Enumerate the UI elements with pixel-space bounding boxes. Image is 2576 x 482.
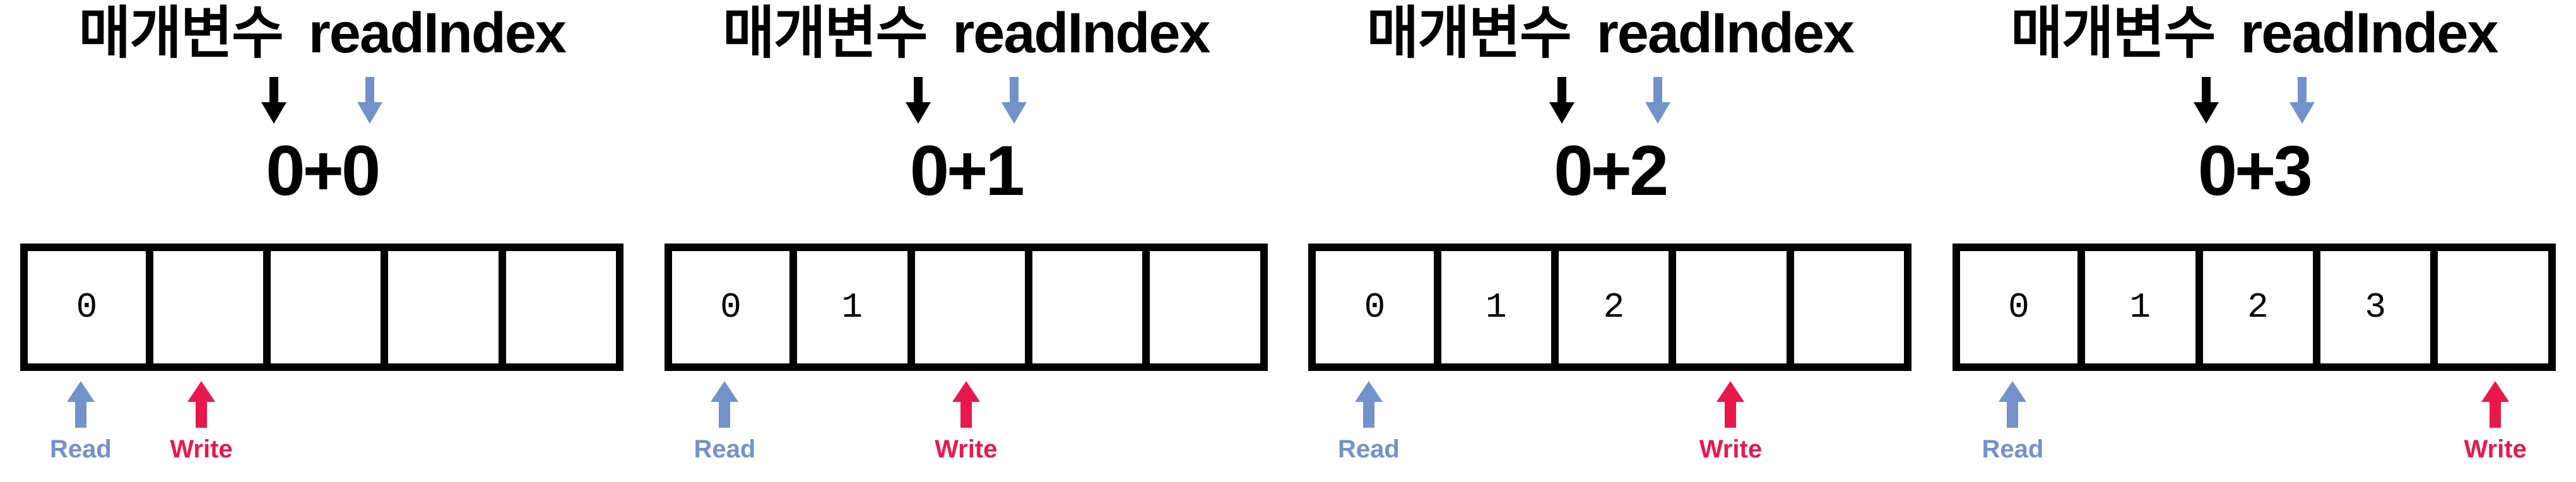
read-up-arrow-icon: [1999, 381, 2027, 428]
read-label: Read: [49, 435, 112, 463]
write-up-arrow-icon: [187, 381, 216, 428]
array-cell: [145, 251, 263, 363]
panel-step-1: 매개변수 readIndex 0+0 0 Read Write: [0, 0, 644, 482]
pointer-arrows: [1549, 77, 1671, 124]
write-label: Write: [2464, 435, 2527, 463]
write-label: Write: [1699, 435, 1763, 463]
index-expression: 0+3: [2197, 131, 2313, 210]
panel-step-4: 매개변수 readIndex 0+3 0 1 2 3 Read Write: [1932, 0, 2576, 482]
blue-down-arrow-icon: [1645, 77, 1671, 124]
array-box: 0 1 2 3: [1952, 244, 2556, 371]
array-cell: 0: [76, 287, 98, 327]
panel-title: 매개변수 readIndex: [2011, 2, 2498, 65]
black-down-arrow-icon: [905, 77, 931, 124]
index-expression: 0+2: [1554, 131, 1669, 210]
pointer-row: Read Write: [20, 381, 623, 463]
panel-step-2: 매개변수 readIndex 0+1 0 1 Read Write: [644, 0, 1289, 482]
panel-title: 매개변수 readIndex: [1366, 2, 1855, 65]
pointer-row: Read Write: [665, 381, 1268, 463]
array-cell: 1: [789, 251, 907, 363]
blue-down-arrow-icon: [2289, 77, 2315, 124]
array-cell: [263, 251, 381, 363]
array-cell: [498, 251, 616, 363]
write-pointer: Write: [906, 381, 1026, 463]
blue-down-arrow-icon: [357, 77, 383, 124]
pointer-arrows: [261, 77, 383, 124]
array-cell: [1142, 251, 1260, 363]
write-pointer: Write: [1670, 381, 1791, 463]
array-box: 0: [20, 244, 624, 371]
array-cell: 0: [720, 287, 741, 327]
read-pointer: Read: [665, 381, 785, 463]
array-cell: 1: [2077, 251, 2195, 363]
array-cell: 2: [1551, 251, 1669, 363]
array-cell: [2430, 251, 2548, 363]
array-cell: 2: [2195, 251, 2313, 363]
read-pointer: Read: [1953, 381, 2073, 463]
panel-title: 매개변수 readIndex: [723, 2, 1210, 65]
panel-title: 매개변수 readIndex: [78, 2, 567, 65]
blue-down-arrow-icon: [1001, 77, 1027, 124]
black-down-arrow-icon: [1549, 77, 1575, 124]
write-up-arrow-icon: [952, 381, 980, 428]
array-cell: 3: [2312, 251, 2430, 363]
panel-step-3: 매개변수 readIndex 0+2 0 1 2 Read Write: [1288, 0, 1932, 482]
array-box: 0 1 2: [1308, 244, 1912, 371]
read-label: Read: [1982, 435, 2044, 463]
write-up-arrow-icon: [1716, 381, 1745, 428]
pointer-arrows: [2193, 77, 2315, 124]
index-expression: 0+1: [909, 131, 1025, 210]
read-label: Read: [694, 435, 756, 463]
read-up-arrow-icon: [66, 381, 95, 428]
array-cell: [381, 251, 498, 363]
black-down-arrow-icon: [261, 77, 287, 124]
black-down-arrow-icon: [2193, 77, 2219, 124]
write-up-arrow-icon: [2481, 381, 2510, 428]
pointer-row: Read Write: [1953, 381, 2556, 463]
read-label: Read: [1337, 435, 1400, 463]
array-cell: [907, 251, 1025, 363]
read-pointer: Read: [20, 381, 141, 463]
read-pointer: Read: [1308, 381, 1429, 463]
write-pointer: Write: [141, 381, 261, 463]
write-pointer: Write: [2435, 381, 2556, 463]
array-cell: 1: [1433, 251, 1551, 363]
array-cell: 0: [2008, 287, 2029, 327]
read-up-arrow-icon: [711, 381, 739, 428]
pointer-arrows: [905, 77, 1027, 124]
read-up-arrow-icon: [1354, 381, 1383, 428]
index-expression: 0+0: [266, 131, 381, 210]
array-box: 0 1: [664, 244, 1268, 371]
array-cell: 0: [1364, 287, 1386, 327]
array-cell: [1786, 251, 1904, 363]
array-cell: [1024, 251, 1142, 363]
write-label: Write: [935, 435, 998, 463]
pointer-row: Read Write: [1308, 381, 1911, 463]
array-cell: [1669, 251, 1786, 363]
write-label: Write: [170, 435, 233, 463]
